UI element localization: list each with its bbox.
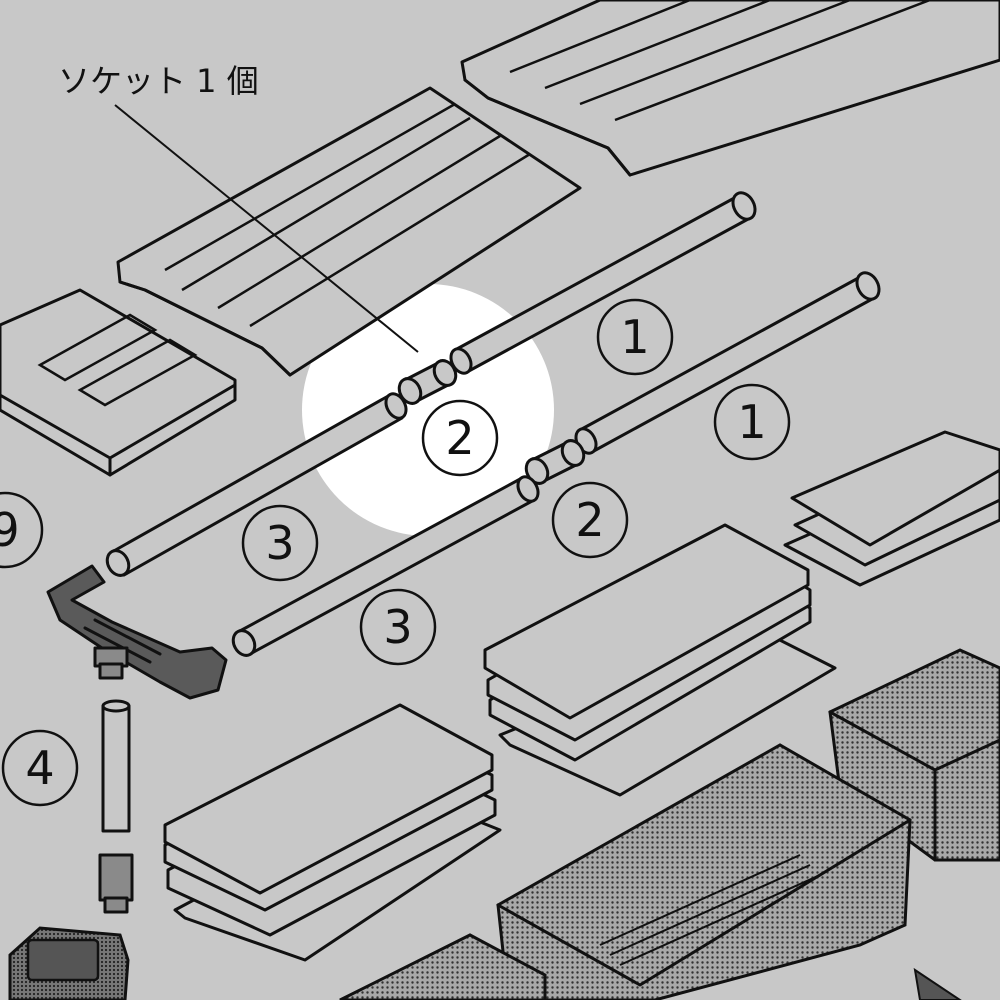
svg-text:9: 9 (0, 503, 20, 557)
pipe-1-lower (574, 271, 881, 455)
marker-1-lower: 1 (713, 383, 791, 461)
pipe-4 (98, 699, 134, 914)
callout-leader (114, 104, 419, 353)
socket-2-lower (524, 439, 586, 485)
svg-text:1: 1 (620, 310, 649, 364)
lid-left (0, 288, 237, 477)
distributor-pipe (46, 564, 228, 700)
pipe-4-coupler (98, 853, 134, 902)
pipe-3-lower (231, 475, 540, 657)
pipe-3-upper (105, 392, 408, 577)
marker-2-upper: 2 (421, 399, 499, 477)
svg-text:2: 2 (575, 493, 604, 547)
filter-mats-center (483, 523, 837, 797)
marker-9: 9 (0, 491, 44, 569)
svg-text:2: 2 (445, 411, 474, 465)
svg-text:1: 1 (737, 395, 766, 449)
lid-top-right (460, 0, 1000, 177)
lid-middle (116, 86, 582, 377)
tray-large (496, 743, 912, 1000)
svg-text:4: 4 (25, 741, 54, 795)
pump-box (8, 926, 130, 1000)
socket-2-upper (397, 359, 458, 405)
marker-3-upper: 3 (241, 504, 319, 582)
marker-4: 4 (1, 729, 79, 807)
callout-label: ソケット 1 個 (58, 62, 259, 100)
marker-3-lower: 3 (359, 588, 437, 666)
svg-text:3: 3 (383, 600, 412, 654)
filter-mats-right (783, 430, 1000, 587)
pipe-1-upper (449, 191, 757, 375)
filter-mats-bottom (163, 703, 502, 962)
marker-1-upper: 1 (596, 298, 674, 376)
svg-text:3: 3 (265, 516, 294, 570)
tray-partial-bottom (339, 933, 962, 1000)
marker-2-lower: 2 (551, 481, 629, 559)
